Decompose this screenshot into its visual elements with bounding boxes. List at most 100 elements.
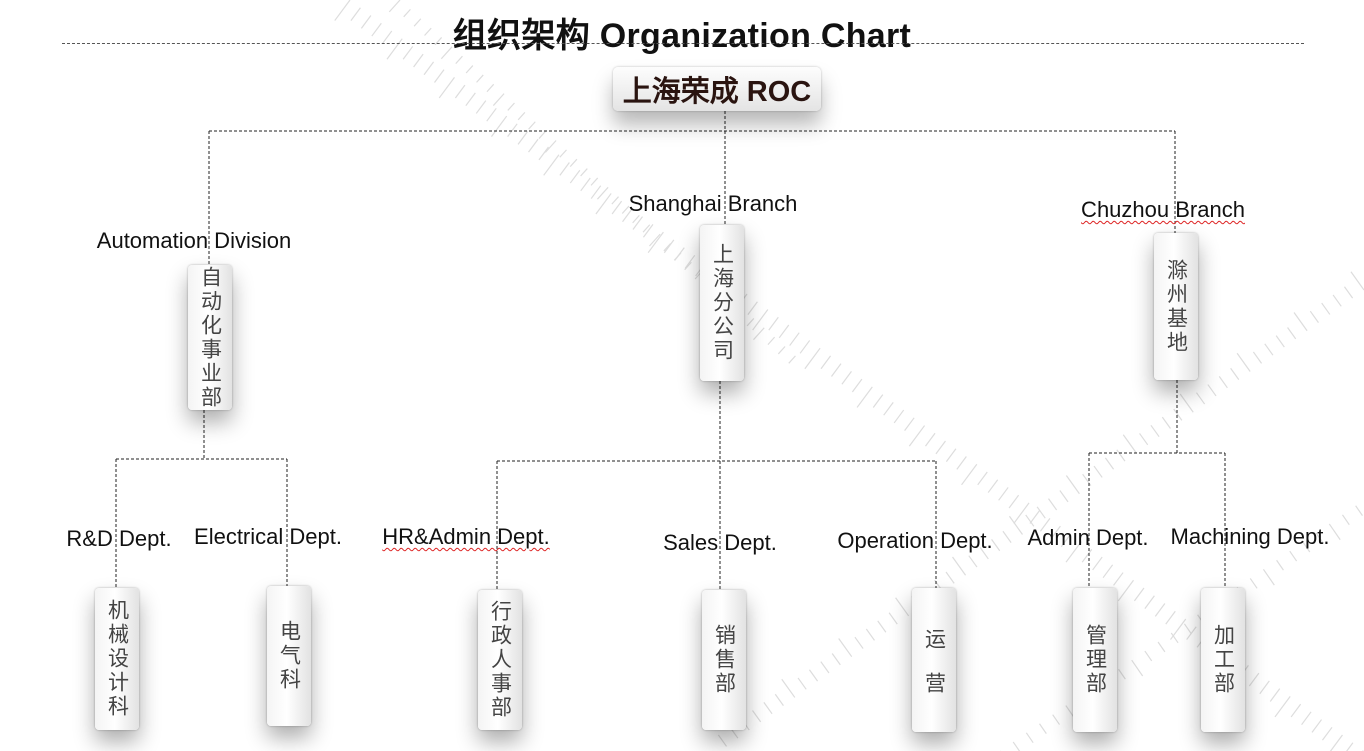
ruler-tick bbox=[649, 233, 661, 247]
ruler-tick bbox=[1065, 475, 1080, 495]
dept-node-hr-text: 行政人事部 bbox=[488, 600, 512, 720]
ruler-tick bbox=[507, 123, 518, 138]
ruler-tick bbox=[1133, 587, 1145, 602]
ruler-tick bbox=[632, 215, 640, 224]
dept-node-machining-text: 加工部 bbox=[1211, 624, 1235, 696]
ruler-tick bbox=[1183, 623, 1192, 635]
ruler-tick bbox=[952, 556, 967, 576]
ruler-tick bbox=[538, 130, 547, 139]
ruler-tick bbox=[621, 205, 630, 214]
dept-label-operation: Operation Dept. bbox=[837, 528, 993, 553]
branch-node-shanghai-text: 上海分公司 bbox=[710, 243, 734, 363]
ruler-tick bbox=[1065, 541, 1082, 563]
dept-node-electrical-text: 电气科 bbox=[277, 620, 301, 692]
ruler-tick bbox=[1150, 424, 1160, 438]
ruler-tick bbox=[580, 168, 588, 177]
ruler-tick bbox=[872, 394, 884, 408]
ruler-tick bbox=[1104, 457, 1115, 470]
ruler-tick bbox=[569, 158, 578, 168]
ruler-tick bbox=[642, 224, 654, 238]
ruler-tick bbox=[538, 146, 549, 161]
dept-node-machining: 加工部 bbox=[1201, 588, 1245, 732]
ruler-tick bbox=[1131, 659, 1144, 677]
ruler-tick bbox=[1248, 672, 1260, 687]
ruler-tick bbox=[440, 46, 453, 60]
ruler-tick bbox=[808, 669, 819, 682]
ruler-tick bbox=[388, 0, 401, 13]
ruler-tick bbox=[590, 177, 599, 186]
ruler-tick bbox=[1039, 518, 1051, 532]
ruler-tick bbox=[386, 38, 403, 60]
ruler-tick bbox=[1059, 490, 1069, 503]
ruler-tick bbox=[991, 539, 1001, 552]
branch-node-chuzhou: 滁州基地 bbox=[1154, 233, 1198, 380]
ruler-tick bbox=[1195, 392, 1206, 405]
ruler-tick bbox=[528, 121, 536, 130]
dept-node-hr: 行政人事部 bbox=[478, 590, 522, 730]
ruler-tick bbox=[1274, 695, 1291, 718]
ruler-tick bbox=[476, 74, 484, 83]
ruler-tick bbox=[1207, 384, 1217, 397]
branch-node-chuzhou-text: 滁州基地 bbox=[1164, 258, 1188, 355]
ruler-tick bbox=[486, 83, 495, 93]
ruler-tick bbox=[1249, 578, 1258, 589]
ruler-tick bbox=[1161, 416, 1171, 429]
ruler-tick bbox=[877, 620, 887, 633]
ruler-tick bbox=[908, 425, 926, 447]
ruler-tick bbox=[841, 371, 852, 385]
ruler-tick bbox=[888, 612, 898, 625]
ruler-tick bbox=[753, 327, 765, 341]
ruler-tick bbox=[1302, 541, 1311, 553]
ruler-tick bbox=[1092, 556, 1103, 571]
ruler-tick bbox=[935, 440, 946, 455]
dept-node-admin: 管理部 bbox=[1073, 588, 1117, 732]
ruler-tick bbox=[1341, 514, 1350, 526]
ruler-tick bbox=[752, 710, 762, 723]
ruler-tick bbox=[569, 169, 581, 184]
dept-label-machining: Machining Dept. bbox=[1170, 524, 1330, 549]
ruler-tick bbox=[673, 252, 682, 261]
ruler-tick bbox=[465, 92, 476, 107]
dept-label-hr-text: HR&Admin Dept. bbox=[382, 524, 550, 549]
ruler-tick bbox=[789, 332, 800, 346]
ruler-tick bbox=[611, 196, 619, 205]
ruler-tick bbox=[820, 355, 832, 370]
ruler-tick bbox=[455, 55, 463, 65]
ruler-tick bbox=[543, 154, 560, 176]
ruler-tick bbox=[663, 239, 675, 254]
dept-label-hr: HR&Admin Dept. bbox=[382, 524, 550, 550]
ruler-tick bbox=[1036, 506, 1046, 519]
branch-label-automation: Automation Division bbox=[96, 228, 292, 253]
ruler-tick bbox=[684, 261, 692, 271]
ruler-tick bbox=[820, 661, 830, 674]
ruler-tick bbox=[774, 693, 784, 706]
ruler-tick bbox=[684, 254, 696, 269]
ruler-tick bbox=[371, 22, 382, 37]
ruler-tick bbox=[968, 555, 978, 568]
ruler-tick bbox=[768, 316, 779, 331]
ruler-tick bbox=[402, 46, 414, 60]
ruler-tick bbox=[1025, 514, 1035, 527]
ruler-tick bbox=[642, 224, 651, 233]
ruler-tick bbox=[1116, 449, 1126, 462]
ruler-tick bbox=[1052, 714, 1060, 725]
ruler-tick bbox=[434, 69, 445, 83]
ruler-tick bbox=[1093, 465, 1103, 478]
dept-node-operation-text: 运 营 bbox=[922, 627, 946, 693]
ruler-tick bbox=[1259, 680, 1270, 695]
ruler-tick bbox=[1117, 579, 1134, 602]
ruler-tick bbox=[1060, 533, 1072, 548]
ruler-tick bbox=[1293, 312, 1308, 332]
ruler-tick bbox=[788, 355, 796, 364]
ruler-tick bbox=[580, 177, 591, 192]
root-node-label: 上海荣成 ROC bbox=[622, 76, 812, 108]
ruler-tick bbox=[778, 324, 790, 339]
ruler-tick bbox=[611, 200, 623, 215]
ruler-tick bbox=[438, 77, 455, 99]
ruler-tick bbox=[945, 571, 955, 584]
ruler-tick bbox=[1269, 688, 1281, 702]
dept-node-rd: 机械设计科 bbox=[95, 588, 139, 730]
ruler-tick bbox=[830, 363, 842, 377]
